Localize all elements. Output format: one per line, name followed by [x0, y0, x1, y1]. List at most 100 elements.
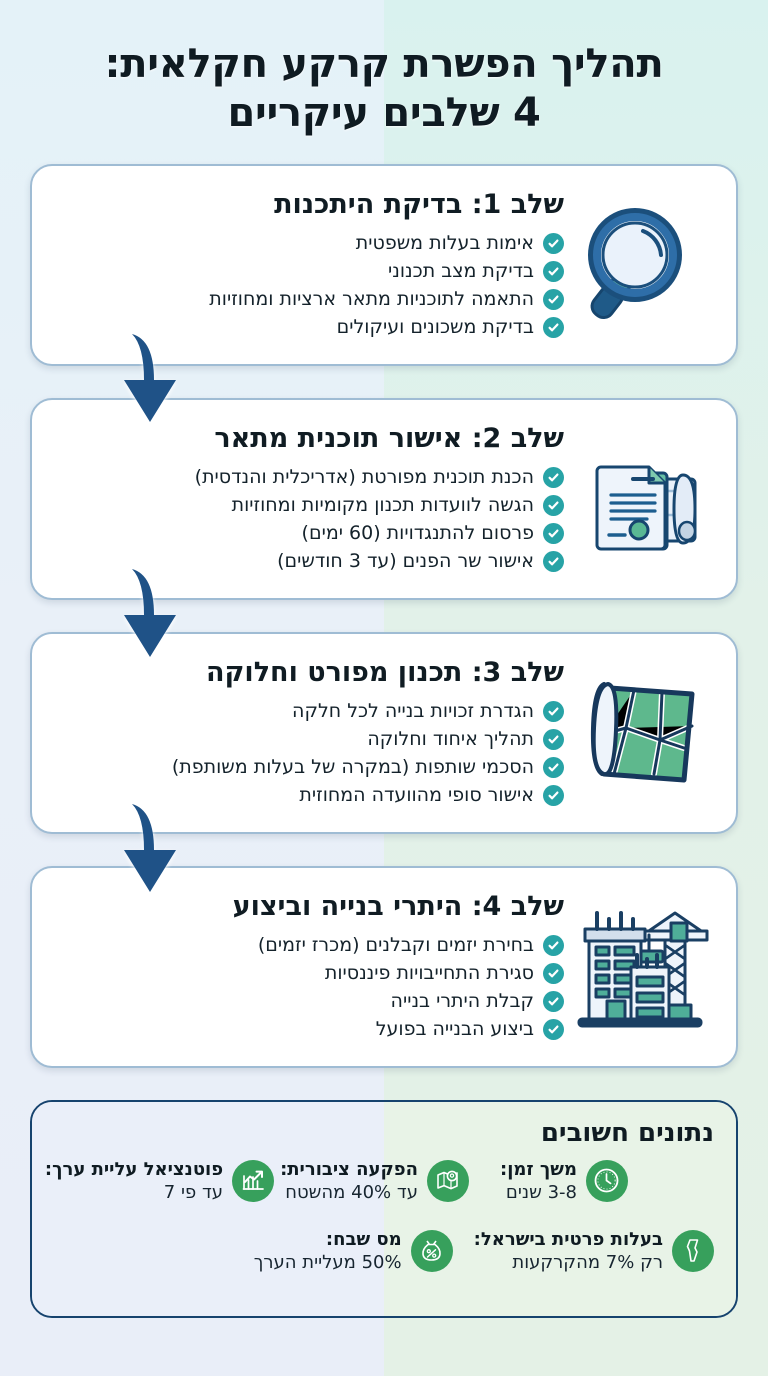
list-item-label: אישור שר הפנים (עד 3 חודשים) [277, 549, 534, 572]
check-circle-icon [543, 756, 564, 778]
page-title: תהליך הפשרת קרקע חקלאית: 4 שלבים עיקריים [30, 40, 738, 138]
check-circle-icon [543, 700, 564, 722]
arrow-down-icon-3 [106, 800, 202, 896]
page-title-line-2: 4 שלבים עיקריים [227, 89, 541, 136]
list-item: הגדרת זכויות בנייה לכל חלקה [46, 698, 564, 725]
step-card-1-title: שלב 1: בדיקת היתכנות [274, 189, 564, 221]
money-bag-percent-icon [410, 1229, 453, 1272]
stats-panel-background [32, 1101, 736, 1316]
map-pin-icon [426, 1159, 469, 1202]
step-card-3-title: שלב 3: תכנון מפורט וחלוקה [206, 657, 564, 689]
stat-label: בעלות פרטית בישראל: [473, 1228, 663, 1250]
list-item-label: הגדרת זכויות בנייה לכל חלקה [292, 699, 534, 722]
clock-icon [585, 1159, 628, 1202]
check-circle-icon [543, 466, 564, 488]
list-item-label: התאמה לתוכניות מתאר ארציות ומחוזיות [209, 287, 534, 310]
list-item: הגשה לוועדות תכנון מקומיות ומחוזיות [46, 492, 564, 519]
check-circle-icon [543, 316, 564, 338]
list-item: תהליך איחוד וחלוקה [46, 726, 564, 753]
list-item-label: בדיקת מצב תכנוני [388, 259, 534, 282]
step-card-4[interactable]: שלב 4: היתרי בנייה וביצוע בחירת יזמים וק… [30, 865, 738, 1068]
step-card-3[interactable]: שלב 3: תכנון מפורט וחלוקה הגדרת זכויות ב… [30, 631, 738, 834]
list-item-label: פרסום להתנגדויות (60 ימים) [301, 521, 534, 544]
stats-background-left [32, 1101, 384, 1316]
stat-private-ownership-text: בעלות פרטית בישראל: רק 7% מהקרקעות [474, 1228, 663, 1274]
list-item-label: סגירת התחייבויות פיננסיות [324, 961, 534, 984]
list-item-label: בחירת יזמים וקבלנים (מכרז יזמים) [257, 933, 534, 956]
arrow-down-icon-2 [106, 565, 202, 661]
stat-public-expropriation: הפקעה ציבורית: עד 40% מהשטח [274, 1158, 494, 1204]
check-circle-icon [543, 934, 564, 956]
list-item: הכנת תוכנית מפורטת (אדריכלית והנדסית) [46, 464, 564, 491]
steps-container: שלב 1: בדיקת היתכנות אימות בעלות משפטית … [30, 163, 738, 1068]
stat-betterment-tax-text: מס שבח: 50% מעליית הערך [254, 1228, 402, 1274]
stat-label: הפקעה ציבורית: [280, 1158, 418, 1180]
list-item: הסכמי שותפות (במקרה של בעלות משותפת) [46, 754, 564, 781]
list-item: אישור סופי מהוועדה המחוזית [46, 782, 564, 809]
stats-panel-title: נתונים חשובים [540, 1117, 714, 1148]
stats-background-right [384, 1101, 736, 1316]
stat-public-expropriation-text: הפקעה ציבורית: עד 40% מהשטח [280, 1158, 418, 1204]
stat-label: מס שבח: [325, 1228, 402, 1250]
stats-row-2: בעלות פרטית בישראל: רק 7% מהקרקעות [54, 1228, 714, 1274]
arrow-down-icon-1 [106, 330, 202, 426]
stat-value-potential-text: פוטנציאל עליית ערך: עד פי 7 [45, 1158, 223, 1204]
check-circle-icon [543, 784, 564, 806]
check-circle-icon [543, 550, 564, 572]
list-item: אימות בעלות משפטית [46, 230, 564, 257]
step-card-3-text: שלב 3: תכנון מפורט וחלוקה הגדרת זכויות ב… [46, 655, 564, 809]
step-card-4-text: שלב 4: היתרי בנייה וביצוע בחירת יזמים וק… [46, 889, 564, 1043]
page-header: תהליך הפשרת קרקע חקלאית: 4 שלבים עיקריים [30, 0, 738, 164]
stat-value: רק 7% מהקרקעות [512, 1251, 663, 1273]
step-card-4-title: שלב 4: היתרי בנייה וביצוע [232, 891, 564, 923]
stat-value: 3-8 שנים [505, 1181, 577, 1203]
stat-label: פוטנציאל עליית ערך: [44, 1158, 224, 1180]
key-figures-panel: נתונים חשובים משך זמן: 3-8 שנים [30, 1099, 738, 1318]
list-item-label: תהליך איחוד וחלוקה [367, 727, 534, 750]
step-card-1-text: שלב 1: בדיקת היתכנות אימות בעלות משפטית … [46, 187, 564, 341]
page-title-line-1: תהליך הפשרת קרקע חקלאית: [104, 41, 664, 87]
list-item-label: אישור סופי מהוועדה המחוזית [299, 783, 534, 806]
list-item-label: הגשה לוועדות תכנון מקומיות ומחוזיות [231, 493, 534, 516]
construction-site-icon [564, 892, 714, 1042]
stats-content: נתונים חשובים משך זמן: 3-8 שנים [45, 1117, 714, 1274]
list-item-label: בדיקת משכונים ועיקולים [336, 315, 534, 338]
list-item: בדיקת משכונים ועיקולים [46, 314, 564, 341]
list-item: אישור שר הפנים (עד 3 חודשים) [46, 548, 564, 575]
step-card-2-bullets: הכנת תוכנית מפורטת (אדריכלית והנדסית) הג… [46, 464, 564, 575]
check-circle-icon [543, 232, 564, 254]
step-card-3-bullets: הגדרת זכויות בנייה לכל חלקה תהליך איחוד … [46, 698, 564, 809]
check-circle-icon [543, 990, 564, 1012]
list-item-label: אימות בעלות משפטית [355, 231, 534, 254]
list-item: התאמה לתוכניות מתאר ארציות ומחוזיות [46, 286, 564, 313]
check-circle-icon [543, 1018, 564, 1040]
step-card-1[interactable]: שלב 1: בדיקת היתכנות אימות בעלות משפטית … [30, 163, 738, 366]
check-circle-icon [543, 962, 564, 984]
list-item: קבלת היתרי בנייה [46, 988, 564, 1015]
stat-value: עד פי 7 [163, 1181, 224, 1203]
israel-map-icon [672, 1229, 714, 1272]
list-item: בחירת יזמים וקבלנים (מכרז יזמים) [46, 932, 564, 959]
stat-betterment-tax: מס שבח: 50% מעליית הערך [248, 1228, 468, 1274]
stat-duration: משך זמן: 3-8 שנים [494, 1158, 714, 1204]
documents-blueprint-icon [564, 424, 714, 574]
stat-value: עד 40% מהשטח [285, 1181, 418, 1203]
check-circle-icon [543, 494, 564, 516]
list-item-label: הכנת תוכנית מפורטת (אדריכלית והנדסית) [194, 465, 534, 488]
step-card-2[interactable]: שלב 2: אישור תוכנית מתאר הכנת תוכנית מפו… [30, 397, 738, 600]
stat-private-ownership: בעלות פרטית בישראל: רק 7% מהקרקעות [468, 1228, 714, 1274]
check-circle-icon [543, 728, 564, 750]
list-item-label: הסכמי שותפות (במקרה של בעלות משותפת) [171, 755, 534, 778]
stat-value: 50% מעליית הערך [253, 1251, 402, 1273]
step-card-2-title: שלב 2: אישור תוכנית מתאר [214, 423, 564, 455]
step-card-2-text: שלב 2: אישור תוכנית מתאר הכנת תוכנית מפו… [46, 421, 564, 575]
list-item-label: קבלת היתרי בנייה [390, 989, 534, 1012]
check-circle-icon [543, 522, 564, 544]
list-item: פרסום להתנגדויות (60 ימים) [46, 520, 564, 547]
stat-duration-text: משך זמן: 3-8 שנים [500, 1158, 577, 1204]
chart-up-icon [232, 1159, 275, 1202]
step-card-1-bullets: אימות בעלות משפטית בדיקת מצב תכנוני התאמ… [46, 230, 564, 341]
check-circle-icon [543, 288, 564, 310]
stat-label: משך זמן: [500, 1158, 577, 1180]
